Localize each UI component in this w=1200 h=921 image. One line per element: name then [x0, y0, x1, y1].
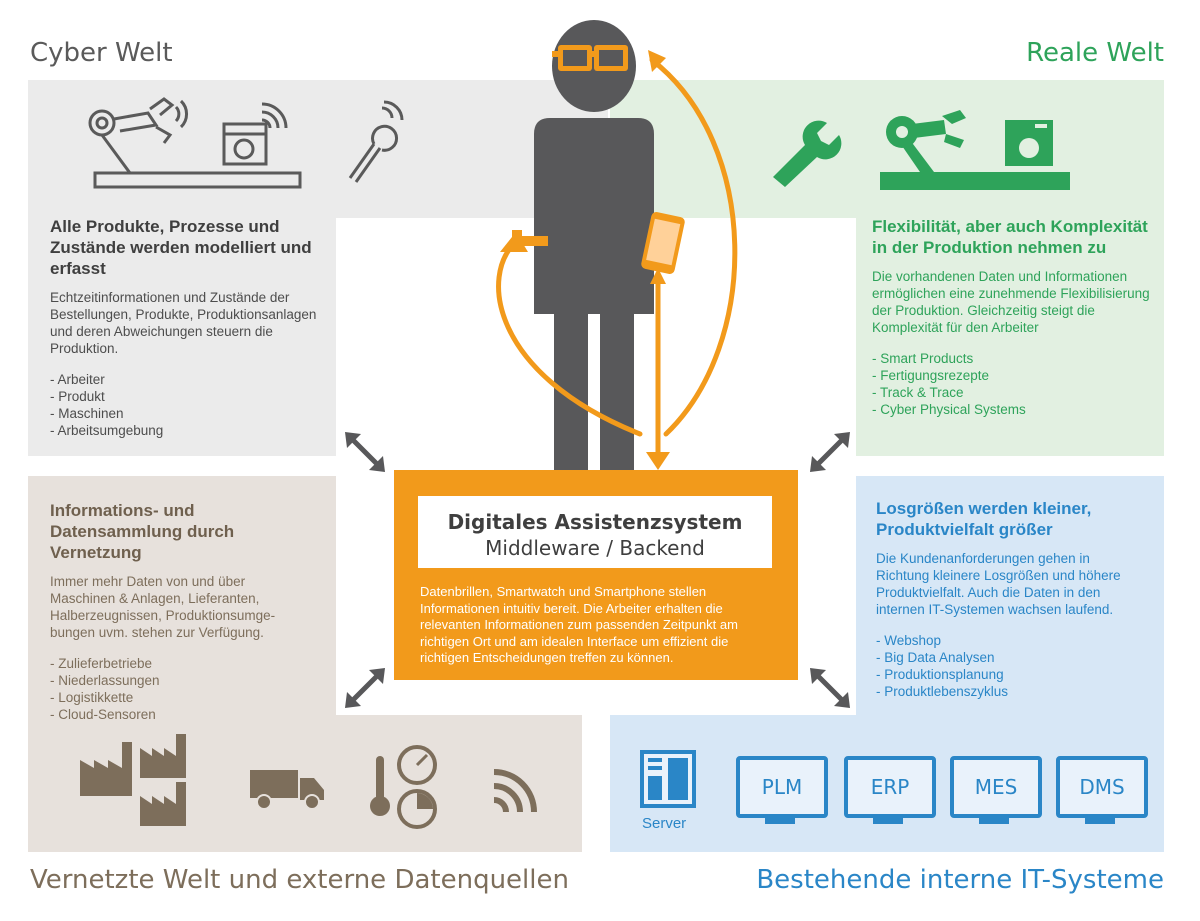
monitor-icon — [1085, 818, 1115, 824]
list-item: - Produktlebenszyklus — [876, 684, 1009, 699]
list-item: - Smart Products — [872, 351, 974, 366]
system-mes: MES — [950, 756, 1042, 818]
list-item: - Webshop — [876, 633, 942, 648]
double-arrow-icon — [345, 668, 385, 708]
it-list: - Webshop - Big Data Analysen - Produkti… — [876, 632, 1146, 700]
truck-icon — [250, 770, 324, 810]
system-dms: DMS — [1056, 756, 1148, 818]
list-item: - Niederlassungen — [50, 673, 160, 688]
cyber-list: - Arbeiter - Produkt - Maschinen - Arbei… — [50, 371, 320, 439]
assistant-subtitle: Middleware / Backend — [485, 536, 705, 560]
it-heading: Losgrößen werden kleiner, Produktvielfal… — [876, 499, 1092, 539]
robot-arm-icon — [880, 110, 1070, 190]
gauge-icon — [397, 789, 437, 829]
real-heading: Flexibilität, aber auch Komplexität in d… — [872, 217, 1148, 257]
vernetzt-heading: Informations- und Datensammlung durch Ve… — [50, 501, 235, 562]
it-systems-title: Bestehende interne IT-Systeme — [756, 865, 1164, 895]
wrench-icon — [773, 120, 842, 187]
wifi-icon — [261, 102, 288, 129]
double-arrow-icon — [810, 668, 850, 708]
cyber-world-title: Cyber Welt — [30, 38, 173, 68]
washing-machine-icon — [1005, 120, 1053, 166]
it-systems-text: Losgrößen werden kleiner, Produktvielfal… — [876, 498, 1146, 700]
vernetzt-description: Immer mehr Daten von und über Maschinen … — [50, 574, 276, 640]
monitor-icon — [873, 818, 903, 824]
washing-machine-icon — [222, 122, 268, 166]
cyber-description: Echtzeitinformationen und Zustände der B… — [50, 290, 317, 356]
vernetzt-list: - Zulieferbetriebe - Niederlassungen - L… — [50, 655, 310, 723]
assistant-system-box: Digitales Assistenzsystem Middleware / B… — [394, 470, 798, 680]
system-erp: ERP — [844, 756, 936, 818]
system-plm: PLM — [736, 756, 828, 818]
wrench-icon — [348, 100, 404, 183]
double-arrow-icon — [810, 432, 850, 472]
robot-arm-icon — [88, 97, 302, 189]
factory-icon — [140, 734, 186, 778]
thermometer-icon — [370, 756, 390, 816]
worker-figure — [496, 20, 738, 480]
list-item: - Produktionsplanung — [876, 667, 1004, 682]
real-description: Die vorhandenen Daten und Informationen … — [872, 269, 1150, 335]
server-label: Server — [642, 815, 687, 832]
smartwatch-icon — [512, 230, 548, 252]
server-icon — [640, 750, 696, 808]
smart-glasses-icon — [552, 45, 628, 71]
list-item: - Fertigungsrezepte — [872, 368, 990, 383]
assistant-title-box: Digitales Assistenzsystem Middleware / B… — [418, 496, 772, 568]
factory-icon — [140, 782, 186, 826]
wifi-icon — [493, 769, 537, 813]
list-item: - Cloud-Sensoren — [50, 707, 156, 722]
assistant-description: Datenbrillen, Smartwatch und Smartphone … — [420, 584, 738, 665]
real-world-text: Flexibilität, aber auch Komplexität in d… — [872, 216, 1157, 418]
gauge-icon — [397, 745, 437, 785]
list-item: - Big Data Analysen — [876, 650, 995, 665]
list-item: - Maschinen — [50, 406, 124, 421]
list-item: - Arbeitsumgebung — [50, 423, 164, 438]
monitor-icon — [979, 818, 1009, 824]
networked-world-text: Informations- und Datensammlung durch Ve… — [50, 500, 310, 723]
list-item: - Track & Trace — [872, 385, 964, 400]
list-item: - Produkt — [50, 389, 105, 404]
networked-world-title: Vernetzte Welt und externe Datenquellen — [30, 865, 569, 895]
it-description: Die Kundenanforderungen gehen in Richtun… — [876, 551, 1121, 617]
cyber-world-text: Alle Produkte, Prozesse und Zustände wer… — [50, 216, 320, 439]
monitor-icon — [765, 818, 795, 824]
cyber-heading: Alle Produkte, Prozesse und Zustände wer… — [50, 217, 312, 278]
list-item: - Cyber Physical Systems — [872, 402, 1026, 417]
list-item: - Arbeiter — [50, 372, 105, 387]
list-item: - Logistikkette — [50, 690, 134, 705]
real-world-title: Reale Welt — [1026, 38, 1164, 68]
assistant-title: Digitales Assistenzsystem — [447, 510, 743, 534]
list-item: - Zulieferbetriebe — [50, 656, 153, 671]
smartphone-icon — [641, 212, 685, 274]
factory-icon — [80, 742, 132, 796]
double-arrow-icon — [345, 432, 385, 472]
real-list: - Smart Products - Fertigungsrezepte - T… — [872, 350, 1157, 418]
